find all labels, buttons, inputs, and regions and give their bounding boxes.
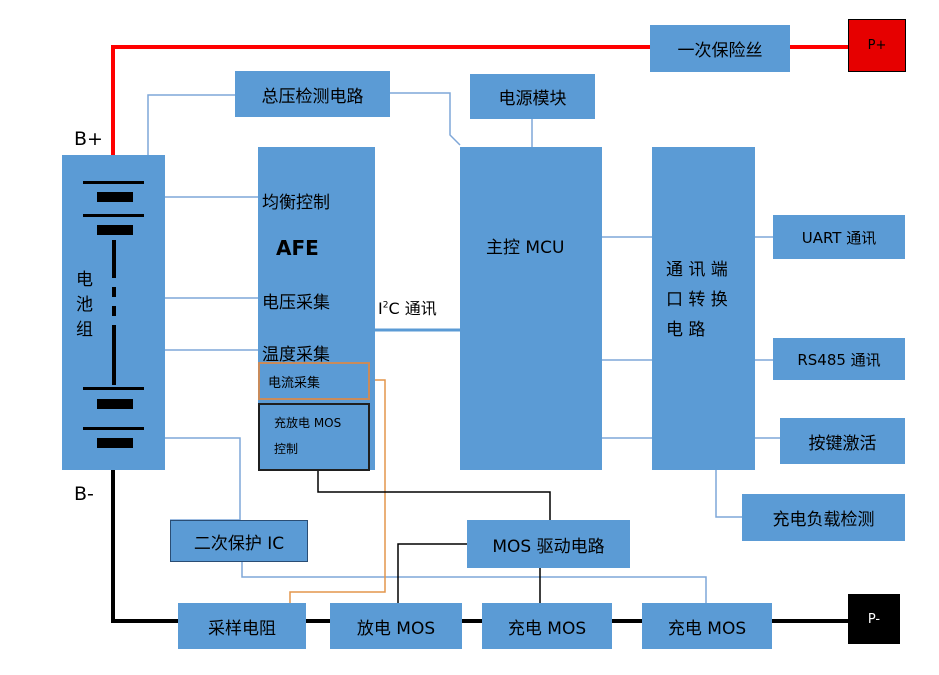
rs485-comm-block: RS485 通讯 xyxy=(773,338,905,380)
battery-dash-1 xyxy=(112,240,116,278)
b-minus-label: B- xyxy=(74,483,94,505)
charge-load-detect-label: 充电负载检测 xyxy=(772,510,875,530)
mcu-label: 主控 MCU xyxy=(486,238,565,258)
uart-comm-label: UART 通讯 xyxy=(801,228,877,247)
p-minus-terminal: P- xyxy=(848,594,900,644)
battery-cell-bottom-short xyxy=(97,399,133,409)
afe-voltage-label: 电压采集 xyxy=(262,293,330,313)
charge-mos-block-2: 充电 MOS xyxy=(642,603,772,649)
comm-converter-line-2: 口 转 换 xyxy=(666,290,728,310)
i2c-label-base: I xyxy=(378,299,383,318)
battery-label-line-2: 池 xyxy=(76,295,93,315)
i2c-label-superscript: 2 xyxy=(382,300,389,311)
battery-cell-bottom-long xyxy=(83,387,144,390)
p-plus-terminal: P+ xyxy=(848,19,906,72)
primary-fuse-label: 一次保险丝 xyxy=(677,41,763,61)
current-sense-line xyxy=(289,379,386,603)
battery-label-line-1: 电 xyxy=(76,270,93,290)
comm-converter-line-3: 电 路 xyxy=(666,320,706,340)
positive-power-line xyxy=(111,45,650,185)
charge-mos-block-1: 充电 MOS xyxy=(482,603,612,649)
afe-mos-control-line-2: 控制 xyxy=(274,442,299,456)
charge-mos-label-2: 充电 MOS xyxy=(667,618,747,639)
battery-label: 电 池 组 xyxy=(76,268,96,343)
key-wakeup-label: 按键激活 xyxy=(808,433,877,454)
battery-cell-bottom-long-2 xyxy=(83,427,144,430)
mos-driver-block: MOS 驱动电路 xyxy=(467,520,630,568)
afe-current-sampling-box: 电流采集 xyxy=(258,362,370,400)
battery-dash-2 xyxy=(112,287,116,297)
total-voltage-detect-block: 总压检测电路 xyxy=(235,71,390,117)
afe-mos-control-box: 充放电 MOS 控制 xyxy=(258,403,370,471)
discharge-mos-label: 放电 MOS xyxy=(356,618,436,639)
discharge-mos-block: 放电 MOS xyxy=(330,603,462,649)
battery-cell-top-short xyxy=(97,192,133,202)
comm-converter-block: 通 讯 端 口 转 换 电 路 xyxy=(652,147,755,470)
i2c-comm-label: I2C 通讯 xyxy=(378,295,437,319)
rs485-comm-label: RS485 通讯 xyxy=(797,350,881,369)
power-module-label: 电源模块 xyxy=(498,89,567,109)
afe-title: AFE xyxy=(276,236,319,260)
afe-balance-label: 均衡控制 xyxy=(262,193,330,213)
uart-comm-block: UART 通讯 xyxy=(773,215,905,259)
negative-power-line xyxy=(111,443,178,623)
charge-mos-label-1: 充电 MOS xyxy=(507,618,587,639)
battery-cell-top-long-2 xyxy=(83,214,144,217)
p-minus-label: P- xyxy=(867,611,881,627)
mcu-block: 主控 MCU xyxy=(460,147,602,470)
comm-converter-label: 通 讯 端 口 转 换 电 路 xyxy=(666,255,728,345)
key-wakeup-block: 按键激活 xyxy=(780,418,905,464)
b-plus-label: B+ xyxy=(74,128,103,150)
power-module-block: 电源模块 xyxy=(470,74,595,119)
total-voltage-detect-label: 总压检测电路 xyxy=(261,86,364,107)
secondary-protection-label: 二次保护 IC xyxy=(193,533,285,554)
sampling-resistor-block: 采样电阻 xyxy=(178,603,306,649)
sampling-resistor-label: 采样电阻 xyxy=(208,618,276,639)
battery-cell-top-short-2 xyxy=(97,225,133,235)
charge-load-detect-block: 充电负载检测 xyxy=(742,494,905,541)
battery-dash-3 xyxy=(112,306,116,316)
p-plus-label: P+ xyxy=(867,38,887,53)
i2c-label-rest: C 通讯 xyxy=(388,299,437,318)
battery-cell-bottom-short-2 xyxy=(97,438,133,448)
comm-converter-line-1: 通 讯 端 xyxy=(666,260,728,280)
afe-temperature-label: 温度采集 xyxy=(262,345,330,365)
mos-driver-label: MOS 驱动电路 xyxy=(492,536,605,557)
afe-block xyxy=(258,147,375,470)
battery-cell-top-long xyxy=(83,181,144,184)
afe-mos-control-line-1: 充放电 MOS xyxy=(274,416,342,430)
battery-dash-4 xyxy=(112,325,116,385)
primary-fuse: 一次保险丝 xyxy=(650,25,790,72)
battery-label-line-3: 组 xyxy=(76,320,93,340)
afe-current-label: 电流采集 xyxy=(268,375,321,391)
secondary-protection-block: 二次保护 IC xyxy=(170,520,308,562)
